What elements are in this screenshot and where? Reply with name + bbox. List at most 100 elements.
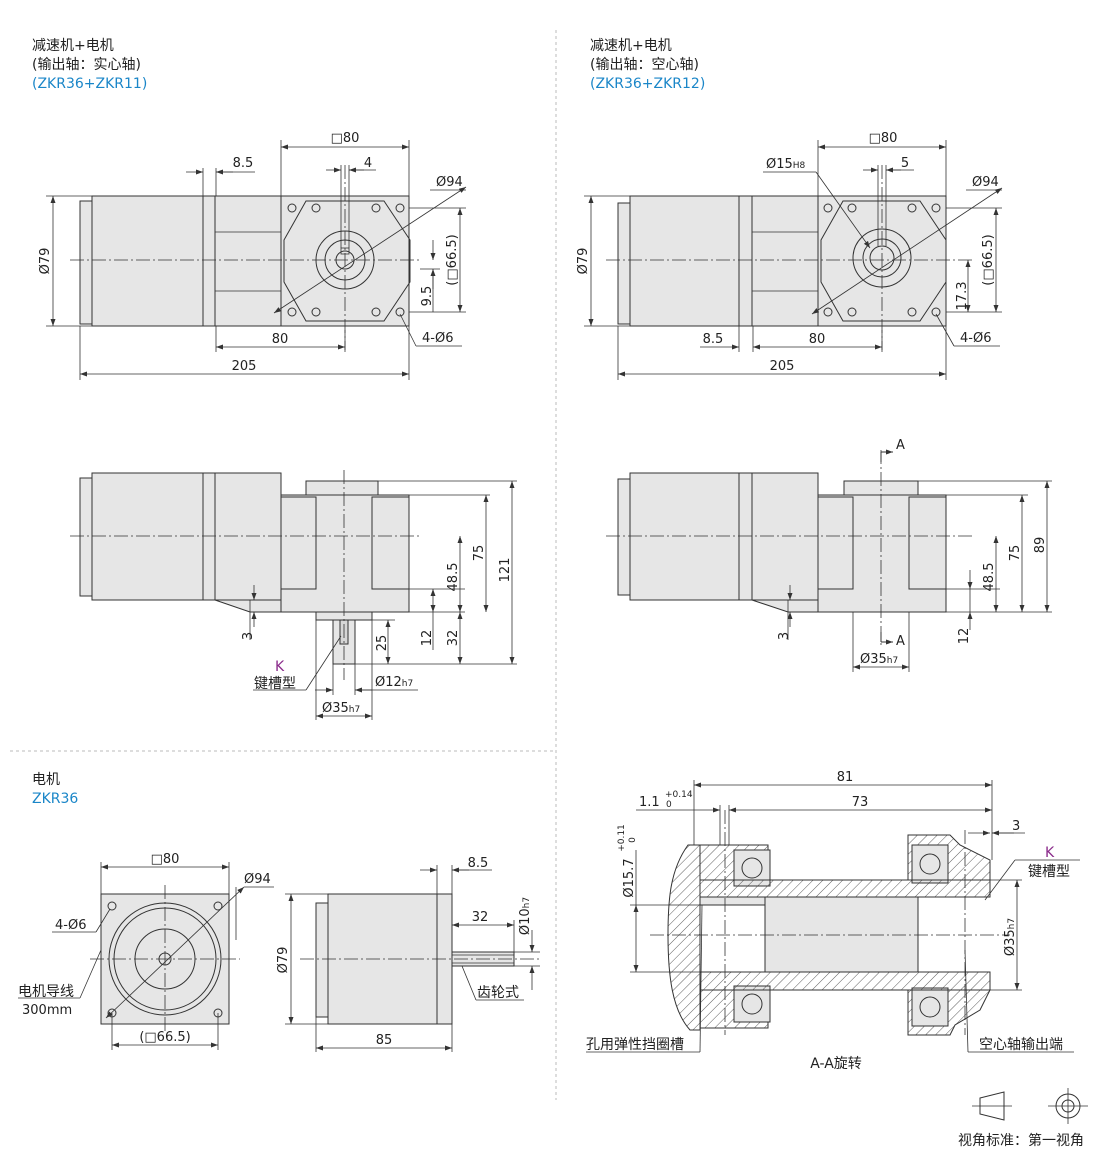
dim-square-80: □80 [331, 131, 360, 146]
dim-dia-35-tolerance: h7 [1007, 918, 1017, 929]
bearing-lower-left [733, 985, 771, 1023]
dim-dia-79: Ø79 [38, 248, 53, 275]
dim-32: 32 [446, 630, 461, 647]
dim-73: 73 [852, 795, 869, 810]
dim-square-80: □80 [869, 131, 898, 146]
gear-head [214, 472, 282, 601]
hollow-shaft-bore [764, 896, 919, 973]
dim-17-3: 17.3 [955, 282, 970, 311]
dim-dia-15-tolerance: H8 [793, 161, 806, 171]
dim-dia-35-value: Ø35 [322, 701, 349, 716]
dim-32: 32 [472, 910, 489, 925]
dim-205: 205 [232, 359, 257, 374]
dim-3: 3 [1012, 819, 1020, 834]
motor-flange [202, 472, 217, 601]
dim-8-5: 8.5 [703, 332, 724, 347]
dim-3: 3 [777, 632, 792, 640]
motor-body [91, 195, 205, 327]
hollow-shaft-upper-wall [699, 879, 991, 898]
model-code: ZKR36 [32, 791, 79, 807]
dim-dia-12: Ø12h7 [375, 675, 413, 690]
title-block-gearmotor-hollow: 减速机+电机 (输出轴：空心轴) (ZKR36+ZKR12) [590, 37, 705, 94]
dim-9-5: 9.5 [420, 286, 435, 307]
dim-square-80: □80 [151, 852, 180, 867]
label-hollow-shaft-output: 空心轴输出端 [979, 1037, 1063, 1053]
view-bottom-left-motor-front: □80 Ø94 4-Ø6 电机导线 300mm (□66.5) [18, 852, 274, 1050]
dim-dia-15-7-upper-tol: +0.11 [617, 824, 627, 852]
dim-dia-35: Ø35h7 [860, 652, 898, 667]
dim-square-66-5: (□66.5) [445, 234, 460, 285]
projection-symbol: 视角标准：第一视角 [958, 1088, 1088, 1149]
dim-dia-35: Ø35h7 [1003, 918, 1018, 956]
title-block-motor: 电机 ZKR36 [32, 771, 78, 809]
label-gear-type: 齿轮式 [477, 985, 519, 1001]
title-block-gearmotor-solid: 减速机+电机 (输出轴：实心轴) (ZKR36+ZKR11) [32, 37, 147, 94]
dim-dia-10-value: Ø10 [518, 908, 533, 935]
view-bottom-left-motor-side: 8.5 32 Ø10h7 Ø79 85 齿轮式 [276, 856, 540, 1052]
dim-80: 80 [272, 332, 289, 347]
dim-81: 81 [837, 770, 854, 785]
dim-dia-79: Ø79 [276, 947, 291, 974]
view-top-right-front: □80 Ø15H8 5 Ø94 Ø79 (□66.5) 17.3 8.5 80 … [576, 131, 1003, 380]
dim-dia-94: Ø94 [244, 872, 271, 887]
title-line2: (输出轴：实心轴) [32, 57, 141, 73]
label-circlip-groove: 孔用弹性挡圈槽 [586, 1037, 684, 1053]
title-line1: 电机 [32, 772, 60, 788]
motor-body [629, 472, 741, 601]
model-code: (ZKR36+ZKR12) [590, 76, 706, 92]
view-top-left-front: □80 8.5 4 Ø94 Ø79 (□66.5) 9.5 80 [38, 131, 467, 380]
dim-48-5: 48.5 [982, 563, 997, 592]
dim-dia-35-tolerance: h7 [887, 656, 898, 666]
dim-dia-35-value: Ø35 [1003, 929, 1018, 956]
dim-75: 75 [1008, 545, 1023, 562]
dim-holes-4-dia-6: 4-Ø6 [960, 331, 991, 346]
label-section-rotated: A-A旋转 [810, 1056, 862, 1072]
bearing-upper-right [911, 844, 949, 884]
dim-89: 89 [1033, 537, 1048, 554]
dim-dia-94: Ø94 [972, 175, 999, 190]
dim-75: 75 [472, 545, 487, 562]
dim-dia-35-tolerance: h7 [349, 705, 360, 715]
dim-holes-4-dia-6: 4-Ø6 [55, 918, 86, 933]
gear-head [751, 472, 819, 601]
motor-flange [202, 195, 217, 327]
dim-1-1-upper-tol: +0.14 [665, 790, 693, 800]
dim-121: 121 [498, 558, 513, 583]
dim-5: 5 [901, 156, 909, 171]
label-k: K [1045, 845, 1055, 861]
dim-8-5: 8.5 [468, 856, 489, 871]
title-line1: 减速机+电机 [32, 38, 114, 54]
dim-square-66-5: (□66.5) [981, 234, 996, 285]
dim-48-5: 48.5 [446, 563, 461, 592]
dim-1-1: 1.1 [639, 795, 660, 810]
dim-4: 4 [364, 156, 372, 171]
motor-body [629, 195, 741, 327]
label-motor-lead: 电机导线 [18, 984, 74, 1000]
model-code: (ZKR36+ZKR11) [32, 76, 148, 92]
dim-dia-35: Ø35h7 [322, 701, 360, 716]
motor-flange [738, 195, 754, 327]
dim-8-5: 8.5 [233, 156, 254, 171]
dim-dia-10-tolerance: h7 [522, 897, 532, 908]
dim-12: 12 [420, 630, 435, 647]
dim-205: 205 [770, 359, 795, 374]
label-lead-length: 300mm [22, 1003, 72, 1018]
section-mark-a-top: A [896, 438, 905, 453]
label-k: K [275, 659, 285, 675]
dim-dia-15-7-lower-tol: 0 [628, 837, 638, 843]
motor-flange [738, 472, 754, 601]
title-line1: 减速机+电机 [590, 38, 672, 54]
dim-holes-4-dia-6: 4-Ø6 [422, 331, 453, 346]
section-mark-a-bottom: A [896, 634, 905, 649]
dim-dia-10: Ø10h7 [518, 897, 533, 935]
motor-body [91, 472, 205, 601]
gearbox-side [280, 494, 410, 613]
view-middle-left-side: 75 48.5 121 12 32 25 3 Ø12h7 Ø35h7 K 键槽型 [70, 470, 517, 720]
gear-head [214, 195, 282, 327]
frustum-icon [979, 1091, 1005, 1121]
gear-head [751, 195, 819, 327]
dim-dia-12-tolerance: h7 [402, 679, 413, 689]
label-keyway: 键槽型 [254, 676, 296, 692]
dim-1-1-lower-tol: 0 [666, 800, 672, 810]
